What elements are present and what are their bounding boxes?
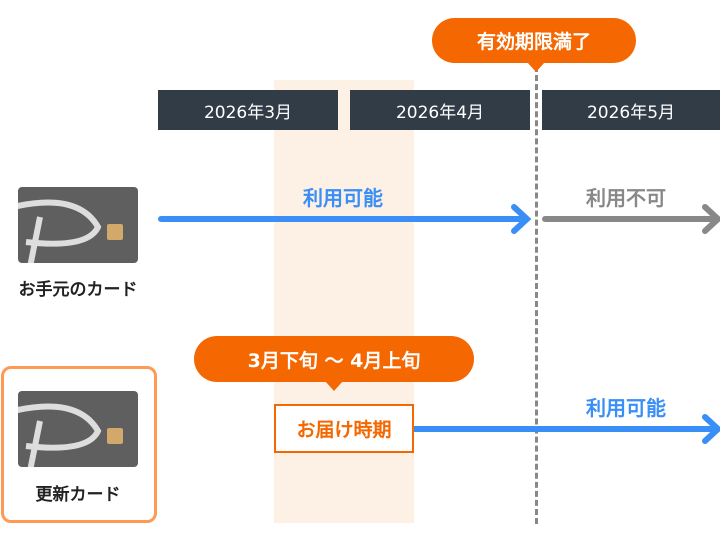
expiry-bubble: 有効期限満了 [432, 18, 636, 63]
current-usable-arrow [158, 204, 532, 234]
expiry-bubble-tail [527, 62, 545, 72]
current-usable-text: 利用可能 [303, 186, 383, 210]
month-april: 2026年4月 [350, 90, 530, 130]
chip-icon [107, 428, 123, 444]
chip-icon [107, 224, 123, 240]
paypay-logo-icon [18, 199, 102, 263]
month-may: 2026年5月 [542, 90, 720, 130]
new-card-image [18, 391, 138, 467]
new-card-label: 更新カード [35, 485, 121, 505]
new-usable-text: 利用可能 [586, 396, 666, 420]
month-march: 2026年3月 [158, 90, 338, 130]
delivery-bubble-tail [325, 381, 343, 391]
current-unusable-arrow [542, 204, 720, 234]
paypay-logo-icon [18, 403, 102, 467]
delivery-period-bubble: 3月下旬 〜 4月上旬 [194, 336, 474, 382]
current-card-image [18, 187, 138, 263]
new-card-frame [1, 366, 157, 523]
new-usable-arrow [411, 414, 720, 444]
delivery-label-box: お届け時期 [274, 404, 414, 453]
expiry-line [535, 66, 538, 524]
current-unusable-text: 利用不可 [586, 186, 666, 210]
current-card-label: お手元のカード [18, 280, 138, 300]
